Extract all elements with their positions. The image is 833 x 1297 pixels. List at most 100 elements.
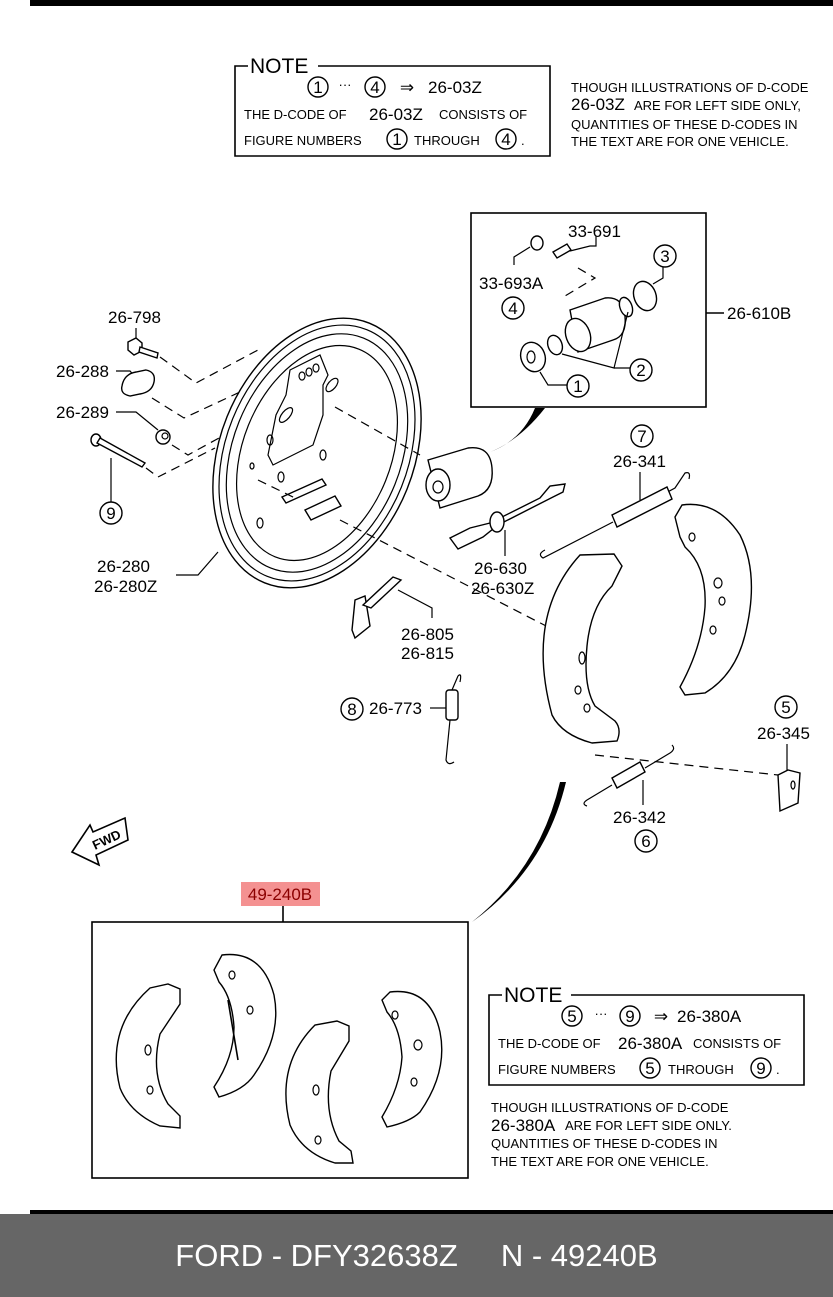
note-2-line2-suffix: CONSISTS OF xyxy=(693,1036,781,1051)
lower-return-spring: 26-342 6 xyxy=(583,744,675,853)
figure-circle xyxy=(307,76,329,98)
figure-circle xyxy=(639,1057,661,1079)
label-26-342: 26-342 xyxy=(613,808,666,827)
note-2-range-sep: ··· xyxy=(595,1006,608,1021)
hole xyxy=(319,449,327,461)
fasteners: 26-798 26-288 26-289 9 xyxy=(56,308,259,525)
leader-line xyxy=(397,589,433,618)
dash-line xyxy=(339,519,551,629)
hole xyxy=(266,434,274,446)
figure-circle xyxy=(364,76,386,98)
cylinder-bore xyxy=(564,317,592,353)
spring-wire xyxy=(445,674,462,765)
note-2-line3-prefix: FIGURE NUMBERS xyxy=(498,1062,616,1077)
figure-circle xyxy=(634,829,658,853)
shoe-set-code[interactable]: 49-240B xyxy=(248,885,312,904)
figure-circle xyxy=(386,128,408,150)
figure-circle xyxy=(629,358,653,382)
bottom-border xyxy=(30,1210,833,1215)
hole xyxy=(312,363,320,373)
backing-plate-rim xyxy=(225,333,409,573)
arrow-icon: ⇒ xyxy=(400,78,414,97)
hole xyxy=(146,1085,154,1095)
dash-line xyxy=(564,267,597,297)
label-26-345: 26-345 xyxy=(757,724,810,743)
slot xyxy=(325,377,339,393)
shoe-4 xyxy=(381,990,443,1128)
note-1-range-start: 1 xyxy=(313,78,322,97)
spring-26-773: 8 26-773 xyxy=(340,674,462,765)
adjuster-wheel xyxy=(489,511,505,533)
hole xyxy=(413,1039,423,1051)
note-1-line2-prefix: THE D-CODE OF xyxy=(244,107,347,122)
disclaimer-1-line4: THE TEXT ARE FOR ONE VEHICLE. xyxy=(571,134,789,149)
disclaimer-2-code: 26-380A xyxy=(491,1116,556,1135)
leader-line xyxy=(176,551,219,576)
hole xyxy=(391,1010,399,1020)
note-2-title: NOTE xyxy=(504,984,562,1007)
footer-spacer xyxy=(458,1238,501,1274)
figure-circle xyxy=(99,501,123,525)
footer-oem-part-number: N - 49240B xyxy=(500,1237,658,1273)
figure-circle xyxy=(630,424,654,448)
leader-line xyxy=(569,236,597,252)
piston xyxy=(519,341,547,373)
lever-arm xyxy=(361,576,403,609)
disclaimer-2-line2: ARE FOR LEFT SIDE ONLY. xyxy=(565,1118,732,1133)
hole xyxy=(718,596,726,606)
figure-8: 8 xyxy=(347,700,356,719)
note-1-line2-code: 26-03Z xyxy=(369,105,423,124)
note-box-2-border xyxy=(488,994,805,1086)
nut-hole xyxy=(161,432,169,440)
disclaimer-1: THOUGH ILLUSTRATIONS OF D-CODE 26-03Z AR… xyxy=(571,80,809,149)
leader-line xyxy=(652,266,664,285)
backing-plate: 26-280 26-280Z xyxy=(94,317,779,776)
backing-plate-outer xyxy=(212,317,422,589)
note-2-range-end: 9 xyxy=(625,1007,634,1026)
hole xyxy=(256,517,264,529)
label-26-798: 26-798 xyxy=(108,308,161,327)
label-26-773: 26-773 xyxy=(369,699,422,718)
hole xyxy=(277,471,285,483)
arrow-icon: ⇒ xyxy=(654,1007,668,1026)
figure-5: 5 xyxy=(781,698,790,717)
adjuster: 26-630 26-630Z xyxy=(448,483,566,598)
callout-arrow xyxy=(490,408,545,452)
figure-6: 6 xyxy=(641,832,650,851)
backing-plate-inner xyxy=(235,344,399,562)
dash-line xyxy=(257,479,296,499)
leader-line xyxy=(116,411,159,431)
kit-code-label: 26-610B xyxy=(727,304,791,323)
disclaimer-1-code: 26-03Z xyxy=(571,95,625,114)
disclaimer-2-line1: THOUGH ILLUSTRATIONS OF D-CODE xyxy=(491,1100,729,1115)
note-1-line3-mid: THROUGH xyxy=(414,133,480,148)
spring-coil xyxy=(445,689,459,721)
hole xyxy=(709,625,717,635)
footer-banner: FORD - DFY32638Z N - 49240B xyxy=(0,1214,833,1297)
cup-seal xyxy=(546,334,564,356)
label-26-630: 26-630 xyxy=(474,559,527,578)
plug xyxy=(120,369,156,397)
mounting-bracket xyxy=(267,354,329,466)
bleeder-cap xyxy=(530,235,544,251)
figure-2: 2 xyxy=(636,361,645,380)
wheel-cylinder-kit-box: 26-610B 33-691 33-693A 4 3 2 1 xyxy=(470,212,791,408)
brake-shoe-front xyxy=(542,553,623,744)
wheel-cylinder xyxy=(425,446,493,509)
callout-arrow xyxy=(472,782,566,922)
note-box-1-border xyxy=(234,65,551,157)
clip xyxy=(777,769,801,813)
spring-coil xyxy=(611,486,673,528)
hole xyxy=(305,367,313,377)
hole xyxy=(688,532,696,542)
note-2-line3-end: . xyxy=(776,1062,780,1077)
figure-circle xyxy=(561,1005,583,1027)
figure-4: 4 xyxy=(508,299,517,318)
note-1-range-sep: ··· xyxy=(339,77,352,92)
boot xyxy=(632,280,658,312)
clip-26-345: 5 26-345 xyxy=(757,695,810,813)
note-1-line3-end: . xyxy=(521,133,525,148)
figure-circle xyxy=(774,695,798,719)
figure-7: 7 xyxy=(637,427,646,446)
brake-exploded-diagram: NOTE 1 ··· 4 ⇒ 26-03Z THE D-CODE OF 26-0… xyxy=(56,55,810,1179)
